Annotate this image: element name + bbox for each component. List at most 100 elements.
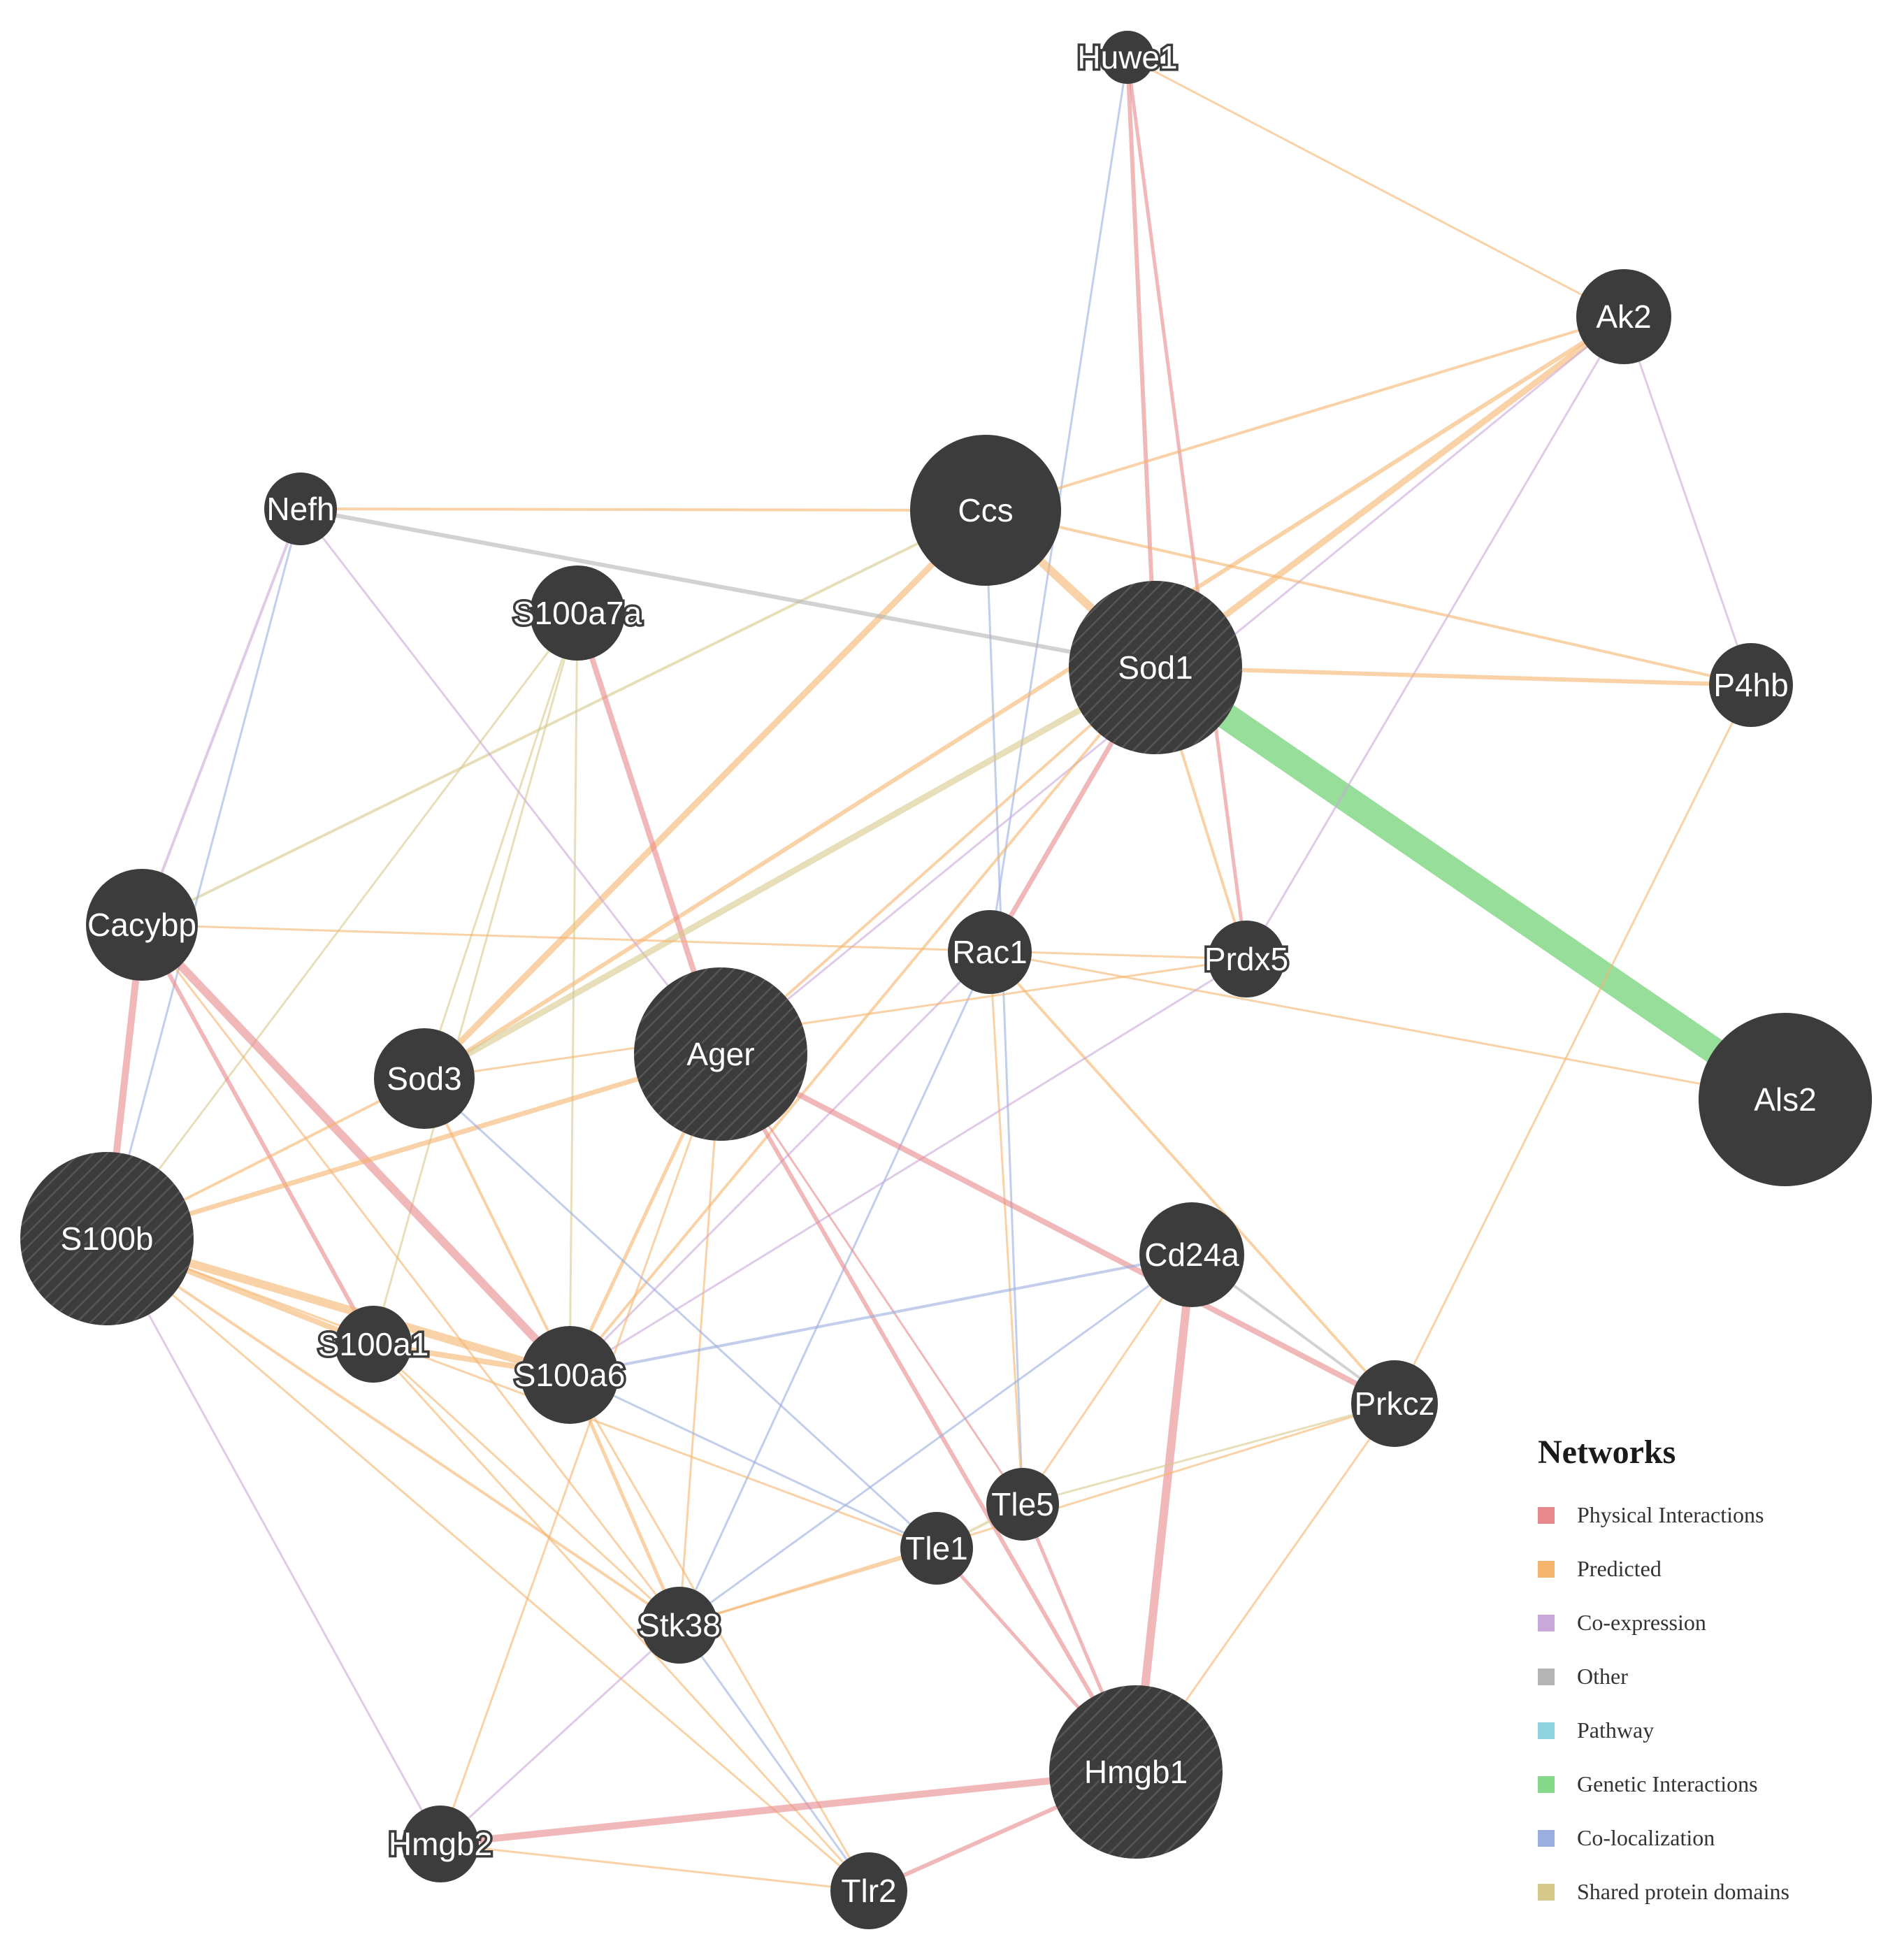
- node-als2[interactable]: Als2: [1699, 1013, 1872, 1186]
- node-tlr2[interactable]: Tlr2: [830, 1852, 907, 1929]
- edge-prdx5-s100a6: [568, 958, 1248, 1376]
- legend-item[interactable]: Pathway: [1538, 1703, 1873, 1757]
- node-circle: [264, 473, 337, 545]
- node-circle: [1101, 31, 1154, 84]
- node-cd24a[interactable]: Cd24a: [1139, 1202, 1244, 1307]
- node-tle5[interactable]: Tle5: [986, 1468, 1059, 1541]
- edge-nefh-sod1: [298, 507, 1158, 670]
- predicted-swatch: [1538, 1560, 1555, 1578]
- co-localization-swatch: [1538, 1829, 1555, 1847]
- node-circle: [830, 1852, 907, 1929]
- legend-item[interactable]: Co-expression: [1538, 1596, 1873, 1650]
- node-ak2[interactable]: Ak2: [1576, 269, 1671, 364]
- node-circle: [1208, 921, 1285, 997]
- legend-item[interactable]: Predicted: [1538, 1542, 1873, 1596]
- edge-sod3-tle1: [423, 1077, 938, 1550]
- edge-rac1-stk38: [678, 951, 991, 1627]
- node-label: Rac1: [952, 934, 1027, 970]
- node-tle1[interactable]: Tle1: [900, 1512, 973, 1585]
- node-circle: [986, 1468, 1059, 1541]
- legend-item[interactable]: Shared protein domains: [1538, 1865, 1873, 1919]
- edge-s100a7a-s100b: [106, 612, 579, 1240]
- node-rac1[interactable]: Rac1: [948, 910, 1032, 994]
- node-s100a7a[interactable]: S100a7a: [510, 565, 644, 661]
- edge-ccs-cacybp: [140, 509, 987, 926]
- edge-ager-stk38: [678, 1053, 722, 1627]
- edge-s100a6-cd24a: [568, 1253, 1193, 1376]
- edge-prkcz-tle5: [1021, 1402, 1396, 1506]
- node-label: Sod1: [1118, 649, 1193, 686]
- node-label: P4hb: [1713, 667, 1788, 703]
- edge-s100a1-stk38: [372, 1343, 681, 1627]
- node-label: Sod3: [387, 1060, 461, 1097]
- node-s100b[interactable]: S100b: [20, 1152, 194, 1325]
- node-hmgb2[interactable]: Hmgb2: [386, 1806, 495, 1882]
- node-label: Hmgb1: [1084, 1754, 1188, 1790]
- node-ccs[interactable]: Ccs: [910, 435, 1061, 586]
- node-circle: [1351, 1360, 1438, 1447]
- node-circle: [1069, 581, 1242, 754]
- edge-huwe1-ak2: [1126, 56, 1625, 318]
- legend-label: Physical Interactions: [1577, 1502, 1764, 1527]
- edge-sod3-s100a6: [423, 1077, 571, 1376]
- legend-item[interactable]: Co-localization: [1538, 1811, 1873, 1865]
- node-label: Nefh: [266, 491, 334, 527]
- edge-s100a1-tlr2: [372, 1343, 870, 1892]
- edge-ager-hmgb1: [719, 1052, 1138, 1774]
- node-label: Prkcz: [1355, 1385, 1435, 1422]
- edge-cacybp-stk38: [140, 923, 681, 1627]
- node-nefh[interactable]: Nefh: [264, 473, 337, 545]
- node-label: Als2: [1754, 1081, 1816, 1118]
- node-label: Cd24a: [1144, 1237, 1239, 1273]
- edge-nefh-cacybp: [140, 507, 302, 926]
- legend-item[interactable]: Genetic Interactions: [1538, 1757, 1873, 1811]
- node-label: Ccs: [958, 492, 1013, 528]
- pathway-swatch: [1538, 1722, 1555, 1739]
- edge-stk38-tlr2: [678, 1624, 870, 1892]
- legend-item[interactable]: Other: [1538, 1650, 1873, 1703]
- node-hmgb1[interactable]: Hmgb1: [1049, 1685, 1223, 1859]
- node-label: Ak2: [1596, 298, 1651, 335]
- node-label: Prdx5: [1204, 941, 1288, 977]
- node-ager[interactable]: Ager: [634, 967, 807, 1141]
- legend-label: Co-localization: [1577, 1825, 1715, 1850]
- edge-ager-prkcz: [718, 1051, 1397, 1406]
- legend-item[interactable]: Physical Interactions: [1538, 1488, 1873, 1542]
- edge-sod1-sod3: [421, 664, 1159, 1082]
- edge-rac1-prkcz: [988, 951, 1396, 1405]
- node-circle: [910, 435, 1061, 586]
- node-huwe1[interactable]: Huwe1: [1075, 31, 1180, 84]
- networks-legend: Networks Physical Interactions Predicted…: [1538, 1433, 1873, 1919]
- edge-hmgb1-hmgb2: [437, 1768, 1139, 1847]
- node-p4hb[interactable]: P4hb: [1709, 643, 1793, 727]
- node-stk38[interactable]: Stk38: [636, 1587, 723, 1664]
- edge-nefh-ager: [299, 507, 722, 1055]
- edge-ccs-p4hb: [984, 509, 1752, 686]
- node-circle: [1699, 1013, 1872, 1186]
- edge-ak2-p4hb: [1622, 315, 1752, 686]
- node-circle: [374, 1028, 475, 1129]
- node-sod3[interactable]: Sod3: [374, 1028, 475, 1129]
- node-s100a1[interactable]: S100a1: [315, 1306, 431, 1383]
- node-circle: [1576, 269, 1671, 364]
- node-circle: [530, 565, 625, 661]
- node-label: Cacybp: [87, 907, 196, 943]
- edge-s100a6-tle1: [568, 1374, 938, 1550]
- node-cacybp[interactable]: Cacybp: [85, 869, 199, 981]
- edge-layer: [103, 55, 1799, 1893]
- shared-protein-domains-swatch: [1538, 1883, 1555, 1901]
- edge-s100b-stk38: [106, 1237, 681, 1627]
- node-sod1[interactable]: Sod1: [1069, 581, 1242, 754]
- edge-hmgb2-tlr2: [439, 1843, 870, 1892]
- edge-ak2-sod1: [1152, 313, 1627, 671]
- edge-sod1-p4hb: [1153, 665, 1753, 687]
- node-s100a6[interactable]: S100a6: [512, 1326, 628, 1424]
- node-prkcz[interactable]: Prkcz: [1351, 1360, 1438, 1447]
- edge-cacybp-s100a6: [138, 921, 574, 1379]
- edge-sod1-als2: [1142, 654, 1799, 1113]
- node-circle: [521, 1326, 619, 1424]
- legend-label: Pathway: [1577, 1717, 1655, 1743]
- node-circle: [86, 869, 198, 981]
- node-prdx5[interactable]: Prdx5: [1202, 921, 1291, 997]
